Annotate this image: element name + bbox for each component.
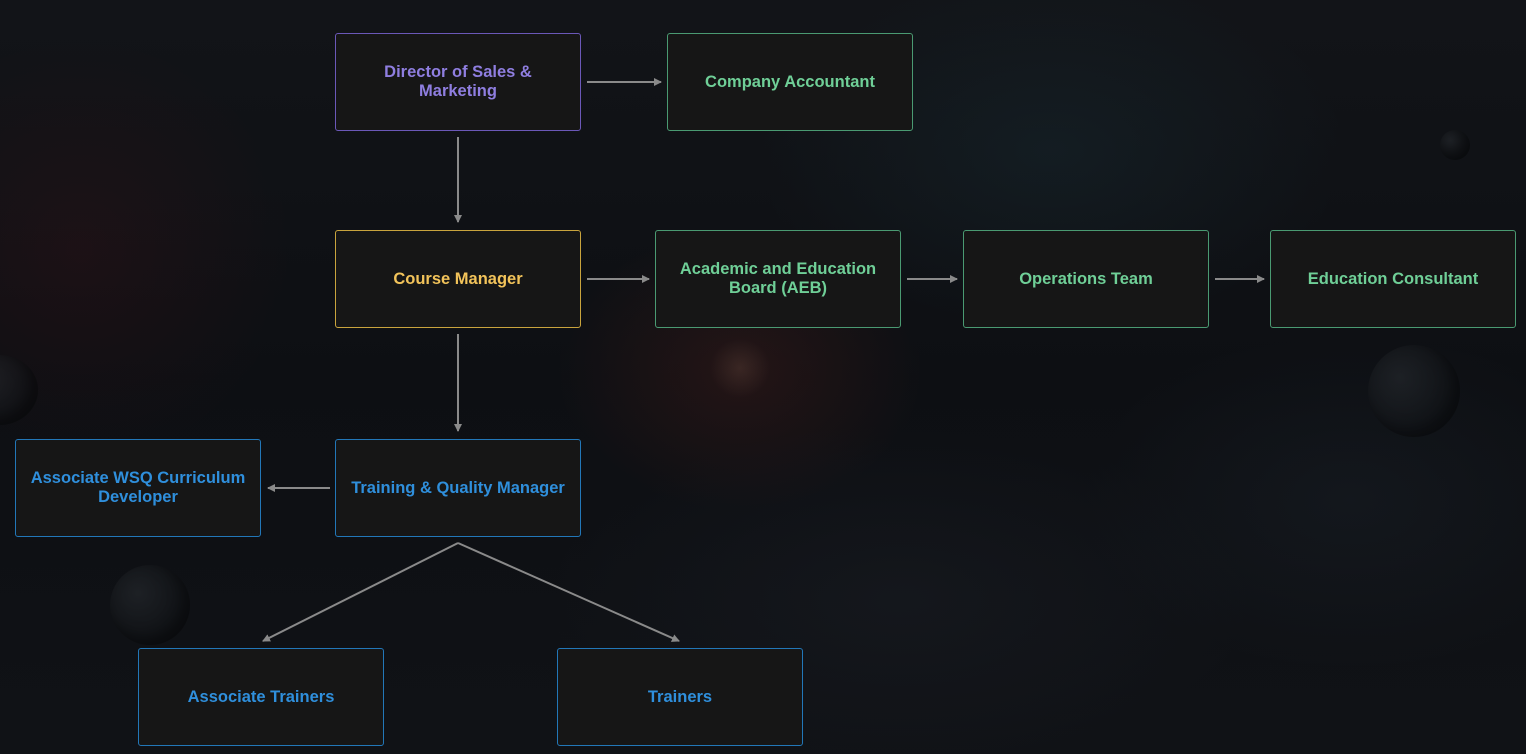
- node-label: Director of Sales & Marketing: [384, 63, 532, 100]
- node-education-consultant[interactable]: Education Consultant: [1270, 230, 1516, 328]
- node-associate-wsq-curriculum-developer[interactable]: Associate WSQ Curriculum Developer: [15, 439, 261, 537]
- node-label: Academic and Education Board (AEB): [679, 260, 877, 297]
- node-trainers[interactable]: Trainers: [557, 648, 803, 746]
- node-label: Associate WSQ Curriculum Developer: [30, 469, 246, 506]
- node-label: Associate Trainers: [187, 687, 335, 706]
- planet-decoration: [1368, 345, 1460, 437]
- node-associate-trainers[interactable]: Associate Trainers: [138, 648, 384, 746]
- node-course-manager[interactable]: Course Manager: [335, 230, 581, 328]
- node-operations-team[interactable]: Operations Team: [963, 230, 1209, 328]
- planet-decoration: [110, 565, 190, 645]
- node-label: Training & Quality Manager: [351, 478, 565, 497]
- node-director-sales-marketing[interactable]: Director of Sales & Marketing: [335, 33, 581, 131]
- node-company-accountant[interactable]: Company Accountant: [667, 33, 913, 131]
- node-label: Course Manager: [393, 269, 523, 288]
- edge-tq-manager-to-trainers: [457, 542, 680, 642]
- planet-decoration: [1440, 130, 1470, 160]
- node-label: Operations Team: [1019, 269, 1153, 288]
- edge-tq-manager-to-assoc-trainers: [262, 542, 459, 642]
- node-label: Company Accountant: [705, 72, 875, 91]
- node-training-quality-manager[interactable]: Training & Quality Manager: [335, 439, 581, 537]
- node-academic-education-board[interactable]: Academic and Education Board (AEB): [655, 230, 901, 328]
- node-label: Education Consultant: [1307, 269, 1479, 288]
- node-label: Trainers: [647, 687, 713, 706]
